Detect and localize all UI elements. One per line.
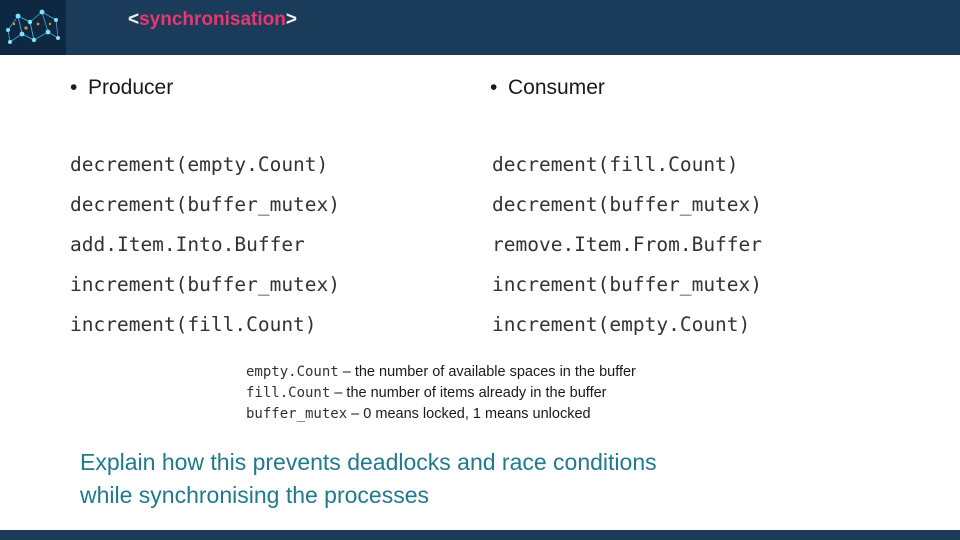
legend-desc: – the number of items already in the buf… (330, 385, 607, 401)
legend-desc: – 0 means locked, 1 means unlocked (347, 406, 591, 422)
bullet-consumer: • Consumer (490, 76, 605, 100)
legend-item: buffer_mutex – 0 means locked, 1 means u… (246, 404, 846, 425)
brain-network-logo (0, 0, 66, 55)
title-open-angle: < (128, 9, 140, 30)
legend-item: empty.Count – the number of available sp… (246, 362, 846, 383)
bullet-marker-producer: • (70, 76, 78, 99)
legend-item: fill.Count – the number of items already… (246, 383, 846, 404)
title-text: synchronisation (139, 9, 286, 30)
legend-term: buffer_mutex (246, 406, 348, 422)
question-text: Explain how this prevents deadlocks and … (80, 446, 860, 512)
slide-header: <synchronisation> (0, 0, 960, 55)
legend-term: empty.Count (246, 364, 339, 380)
legend-term: fill.Count (246, 385, 331, 401)
legend-desc: – the number of available spaces in the … (338, 364, 636, 380)
code-block-producer: decrement(empty.Count) decrement(buffer_… (70, 153, 341, 336)
question-line-1: Explain how this prevents deadlocks and … (80, 449, 657, 475)
title-close-angle: > (285, 9, 297, 30)
bullet-label-producer: Producer (88, 76, 174, 99)
bullet-producer: • Producer (70, 76, 173, 100)
page-title: <synchronisation> (128, 9, 297, 31)
legend-block: empty.Count – the number of available sp… (246, 362, 846, 425)
question-line-2: while synchronising the processes (80, 482, 430, 508)
code-block-consumer: decrement(fill.Count) decrement(buffer_m… (492, 153, 763, 336)
bullet-marker-consumer: • (490, 76, 498, 99)
bullet-label-consumer: Consumer (508, 76, 605, 99)
footer-bar (0, 530, 960, 540)
